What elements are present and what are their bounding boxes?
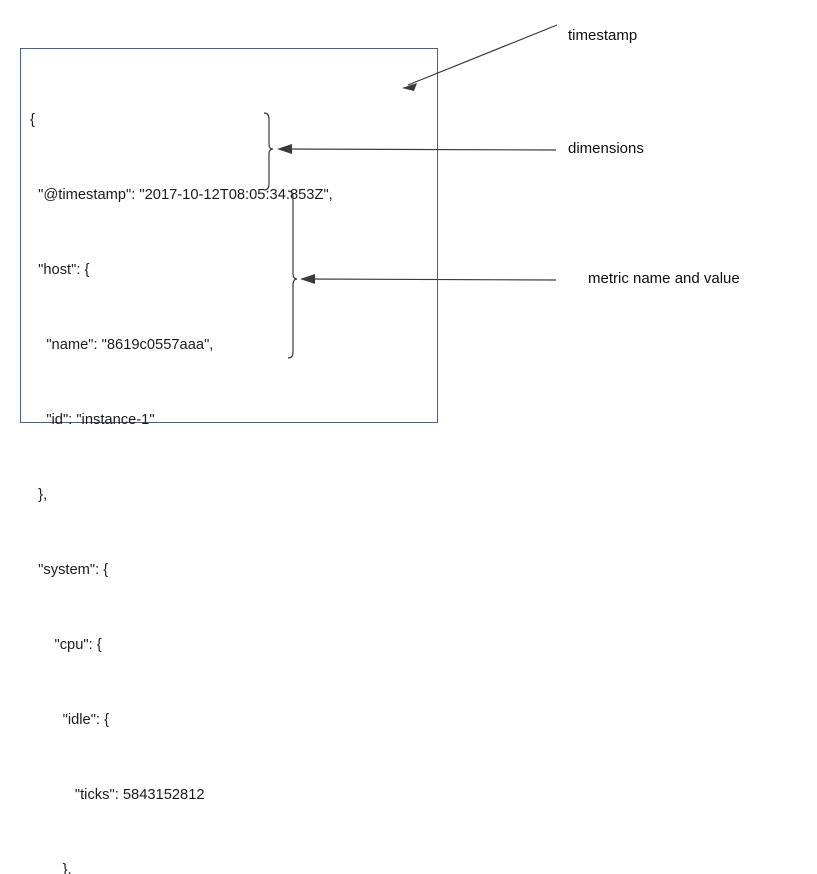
json-line: { xyxy=(30,112,35,128)
annotation-label-timestamp: timestamp xyxy=(568,27,638,44)
json-line-idle-open: "idle": { xyxy=(30,712,110,728)
annotation-label-metric: metric name and value xyxy=(588,270,740,287)
json-line-host-id: "id": "instance-1" xyxy=(30,412,155,428)
json-line-host-open: "host": { xyxy=(30,262,90,278)
annotation-label-dimensions: dimensions xyxy=(568,140,644,157)
json-line-idle-close: }, xyxy=(30,862,72,874)
json-line-system-open: "system": { xyxy=(30,562,109,578)
json-line-timestamp: "@timestamp": "2017-10-12T08:05:34.853Z"… xyxy=(30,187,333,203)
json-line-host-close: }, xyxy=(30,487,48,503)
json-line-cpu-open: "cpu": { xyxy=(30,637,102,653)
json-document-code: { "@timestamp": "2017-10-12T08:05:34.853… xyxy=(30,58,430,874)
metric-document-diagram: { "@timestamp": "2017-10-12T08:05:34.853… xyxy=(20,24,740,874)
json-document-box xyxy=(20,48,438,423)
json-line-host-name: "name": "8619c0557aaa", xyxy=(30,337,214,353)
json-line-ticks: "ticks": 5843152812 xyxy=(30,787,205,803)
